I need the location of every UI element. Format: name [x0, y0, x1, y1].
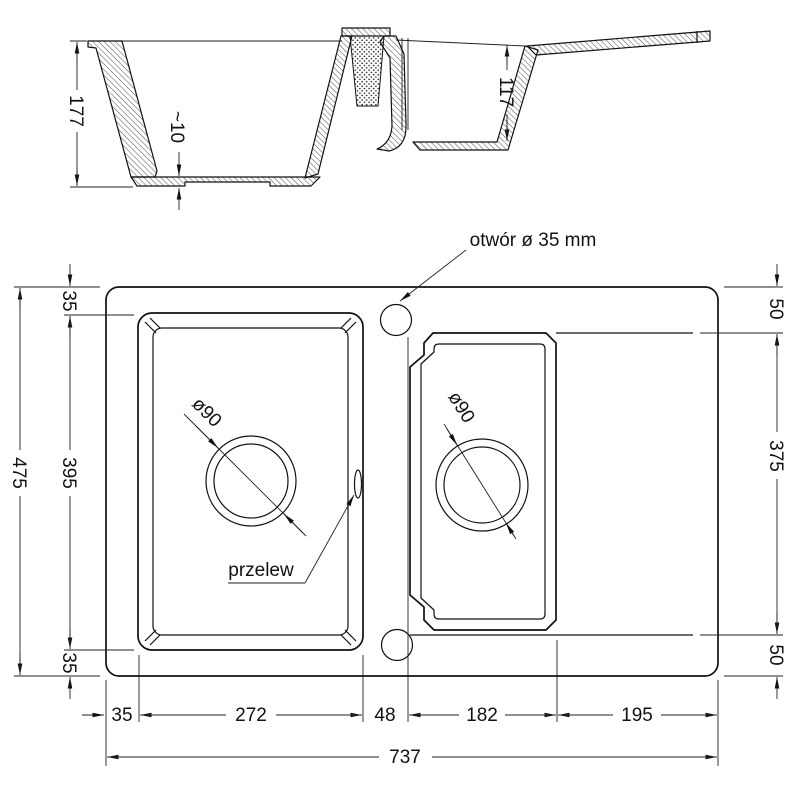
section-divider-cap	[341, 27, 391, 37]
dim-label-182: 182	[466, 705, 498, 726]
dim-label-35-bottom: 35	[58, 652, 79, 673]
section-divider-left-wall	[304, 35, 353, 179]
main-bowl-bottom	[152, 327, 349, 636]
dim-label-48: 48	[374, 705, 395, 726]
dim-label-10: ~10	[166, 111, 187, 143]
extension-lines	[14, 286, 783, 766]
tap-hole-bottom	[380, 628, 414, 662]
dim-label-375: 375	[765, 440, 786, 472]
section-deck-edge-small	[395, 39, 526, 47]
main-bowl-corner-ticks	[144, 317, 357, 646]
dim-label-main-drain: ø90	[187, 394, 225, 432]
section-drainboard	[526, 30, 711, 56]
overflow-label: przelew	[228, 560, 294, 581]
dim-left-chain: 35 395 35	[58, 264, 79, 699]
dim-small-bowl-depth: 117	[495, 45, 516, 141]
overflow-slot	[353, 469, 363, 499]
main-bowl-rim	[137, 312, 364, 651]
dim-bottom-total: 737	[107, 747, 717, 768]
cross-section-view: 177 ~10 117	[65, 27, 711, 210]
dim-label-117: 117	[495, 77, 516, 107]
dim-label-50-top: 50	[765, 298, 786, 319]
section-main-floor	[130, 176, 321, 187]
plan-view: ø90 ø90 przelew otwór ø 35 mm	[8, 230, 786, 768]
dim-label-50-bottom: 50	[765, 644, 786, 665]
dim-label-395: 395	[58, 457, 79, 489]
dim-main-bowl-depth: 177	[65, 40, 133, 188]
main-drain: ø90	[183, 394, 307, 537]
dim-floor-thickness: ~10	[166, 111, 187, 210]
sink-outline	[105, 286, 719, 677]
section-left-wall	[87, 40, 158, 178]
tap-hole-top	[379, 303, 413, 337]
section-divider-core	[349, 35, 385, 107]
small-drain: ø90	[435, 388, 529, 540]
dim-label-272: 272	[235, 705, 267, 726]
small-bowl-bottom	[420, 343, 546, 620]
overflow-callout: przelew	[228, 494, 355, 584]
dim-label-35-top: 35	[58, 290, 79, 311]
dim-bottom-chain: 35 272 48 182 195	[82, 705, 717, 726]
dim-label-737: 737	[389, 747, 421, 768]
dim-label-small-drain: ø90	[443, 388, 478, 427]
tap-hole-label: otwór ø 35 mm	[470, 230, 597, 251]
dim-label-195: 195	[621, 705, 653, 726]
section-small-bowl-wall	[412, 45, 539, 151]
dim-label-475: 475	[8, 457, 29, 489]
dim-left-total: 475	[8, 288, 29, 675]
small-bowl-rim	[409, 332, 557, 631]
dim-label-35-left: 35	[111, 705, 132, 726]
tap-hole-callout: otwór ø 35 mm	[399, 230, 597, 302]
section-divider-right-wall	[376, 35, 407, 152]
dim-right-chain: 50 375 50	[765, 264, 786, 699]
dim-label-177: 177	[65, 95, 86, 127]
